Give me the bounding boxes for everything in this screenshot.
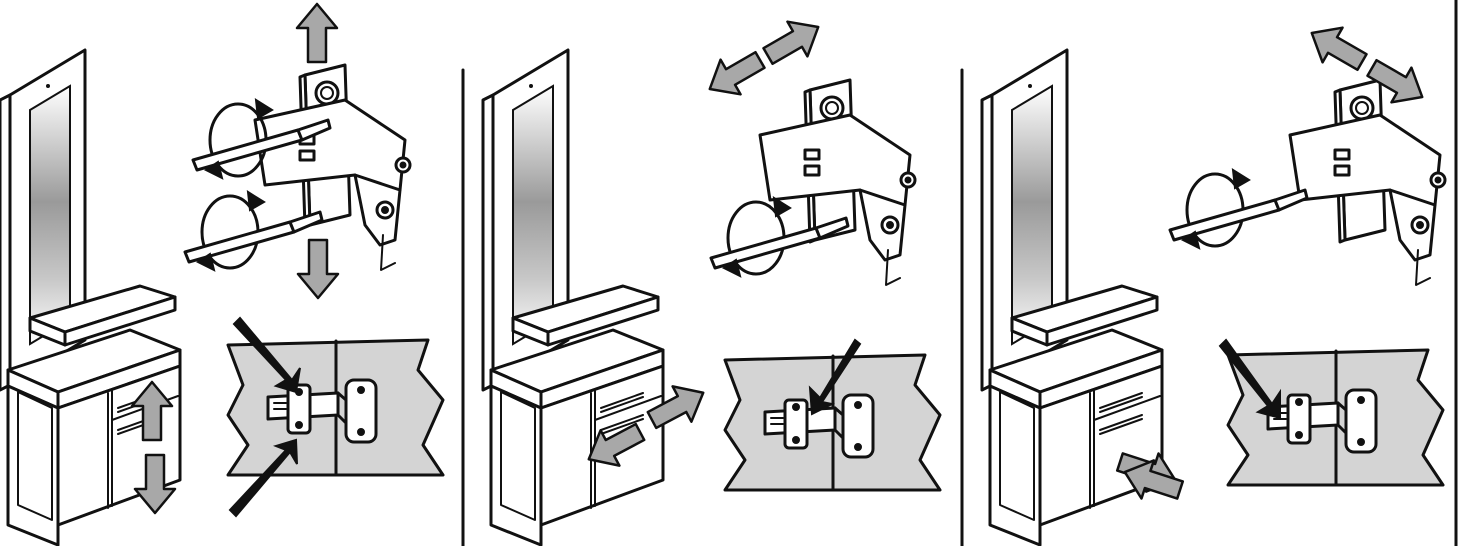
up-arrow [297,4,337,62]
hinge-door-panel [1228,350,1443,485]
hinge-door-panel [228,340,443,475]
cabinet-illustration [483,50,663,545]
panel-depth-adjustment [982,16,1445,545]
hinge-isometric [1290,80,1445,285]
panel-vertical-adjustment [0,4,443,545]
screwdriver [1170,170,1307,248]
down-arrow [298,240,338,298]
hinge-isometric [760,80,915,285]
panel-lateral-adjustment [483,10,940,545]
hinge-door-panel [725,355,940,490]
hinge-isometric [255,65,410,270]
screwdriver-bottom [185,192,322,270]
